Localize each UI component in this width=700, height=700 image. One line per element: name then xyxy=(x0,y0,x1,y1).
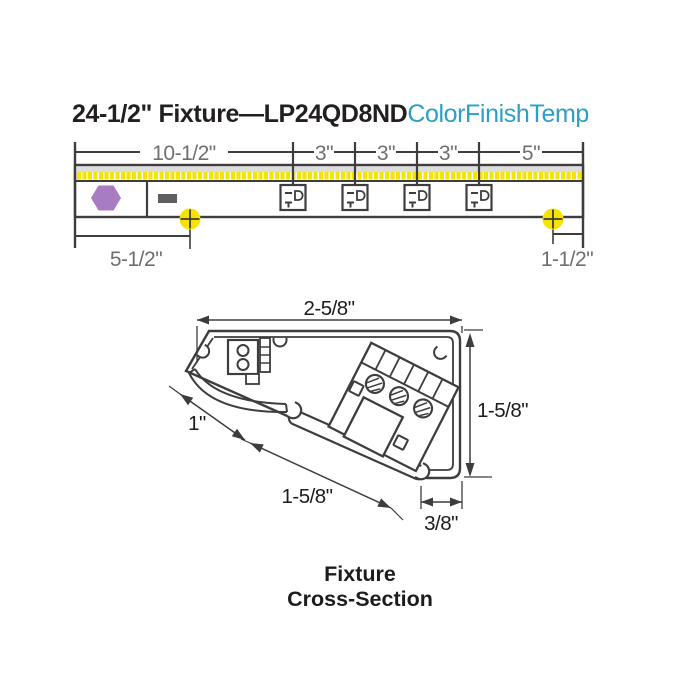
dim-3-8: 3/8" xyxy=(424,512,458,535)
dim-1-5-8-face: 1-5/8" xyxy=(281,485,332,508)
dim-1-1-2: 1-1/2" xyxy=(541,248,593,271)
fixture-top-view-drawing: 10-1/2" 3" 3" 3" 5" 5-1/2" 1-1/2" xyxy=(73,141,594,271)
screw-channel-icon xyxy=(272,337,288,348)
dim-3-b: 3" xyxy=(377,142,395,165)
led-strip xyxy=(77,172,581,180)
dim-10-1-2: 10-1/2" xyxy=(152,142,216,165)
terminal-block xyxy=(226,337,271,385)
caption-line-1: Fixture xyxy=(324,562,396,586)
dim-3-c: 3" xyxy=(439,142,457,165)
dim-1-inch: 1" xyxy=(188,412,206,435)
dim-5: 5" xyxy=(522,142,540,165)
led-channel-gray xyxy=(77,166,581,173)
page-title: 24-1/2" Fixture—LP24QD8NDColorFinishTemp xyxy=(72,100,589,129)
hex-endcap-icon xyxy=(91,185,121,211)
cross-section-dimensions xyxy=(168,315,492,521)
dim-5-1-2: 5-1/2" xyxy=(110,248,162,271)
fixture-cross-section-drawing: 2-5/8" 1-5/8" 3/8" 1-5/8" 1" xyxy=(168,297,529,535)
ordering-code-suffix: ColorFinishTemp xyxy=(407,100,589,128)
cross-section-caption: Fixture Cross-Section xyxy=(230,562,490,612)
receptacle-module xyxy=(327,341,461,473)
lens-crescent xyxy=(188,368,288,414)
fixture-model-title: 24-1/2" Fixture—LP24QD8ND xyxy=(72,100,408,128)
dim-3-a: 3" xyxy=(315,142,333,165)
bottom-dimension-lines xyxy=(75,229,583,249)
dim-1-5-8-height: 1-5/8" xyxy=(477,399,528,422)
caption-line-2: Cross-Section xyxy=(287,587,433,611)
dim-2-5-8: 2-5/8" xyxy=(303,297,354,320)
wiring-access-slot xyxy=(158,194,177,203)
